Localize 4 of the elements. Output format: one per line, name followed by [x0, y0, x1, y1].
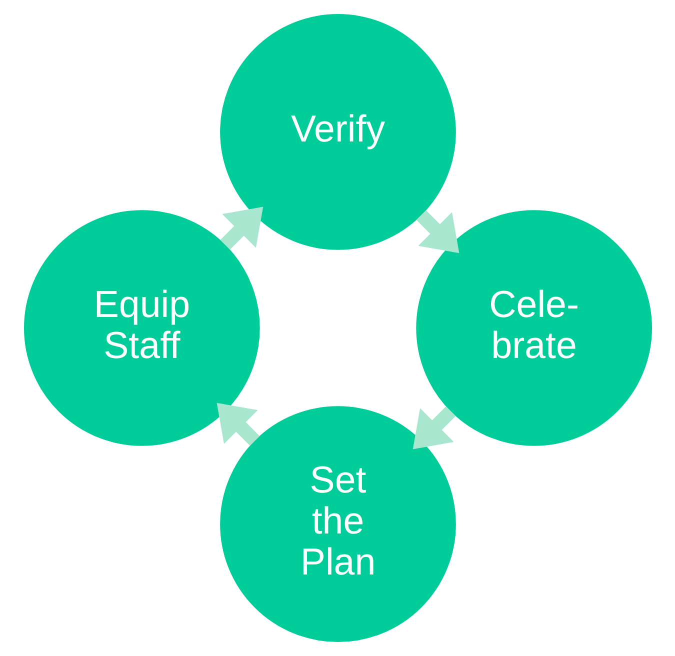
arrow	[220, 206, 263, 250]
arrow	[216, 402, 260, 446]
arrow	[412, 406, 456, 450]
arrow	[416, 210, 459, 254]
